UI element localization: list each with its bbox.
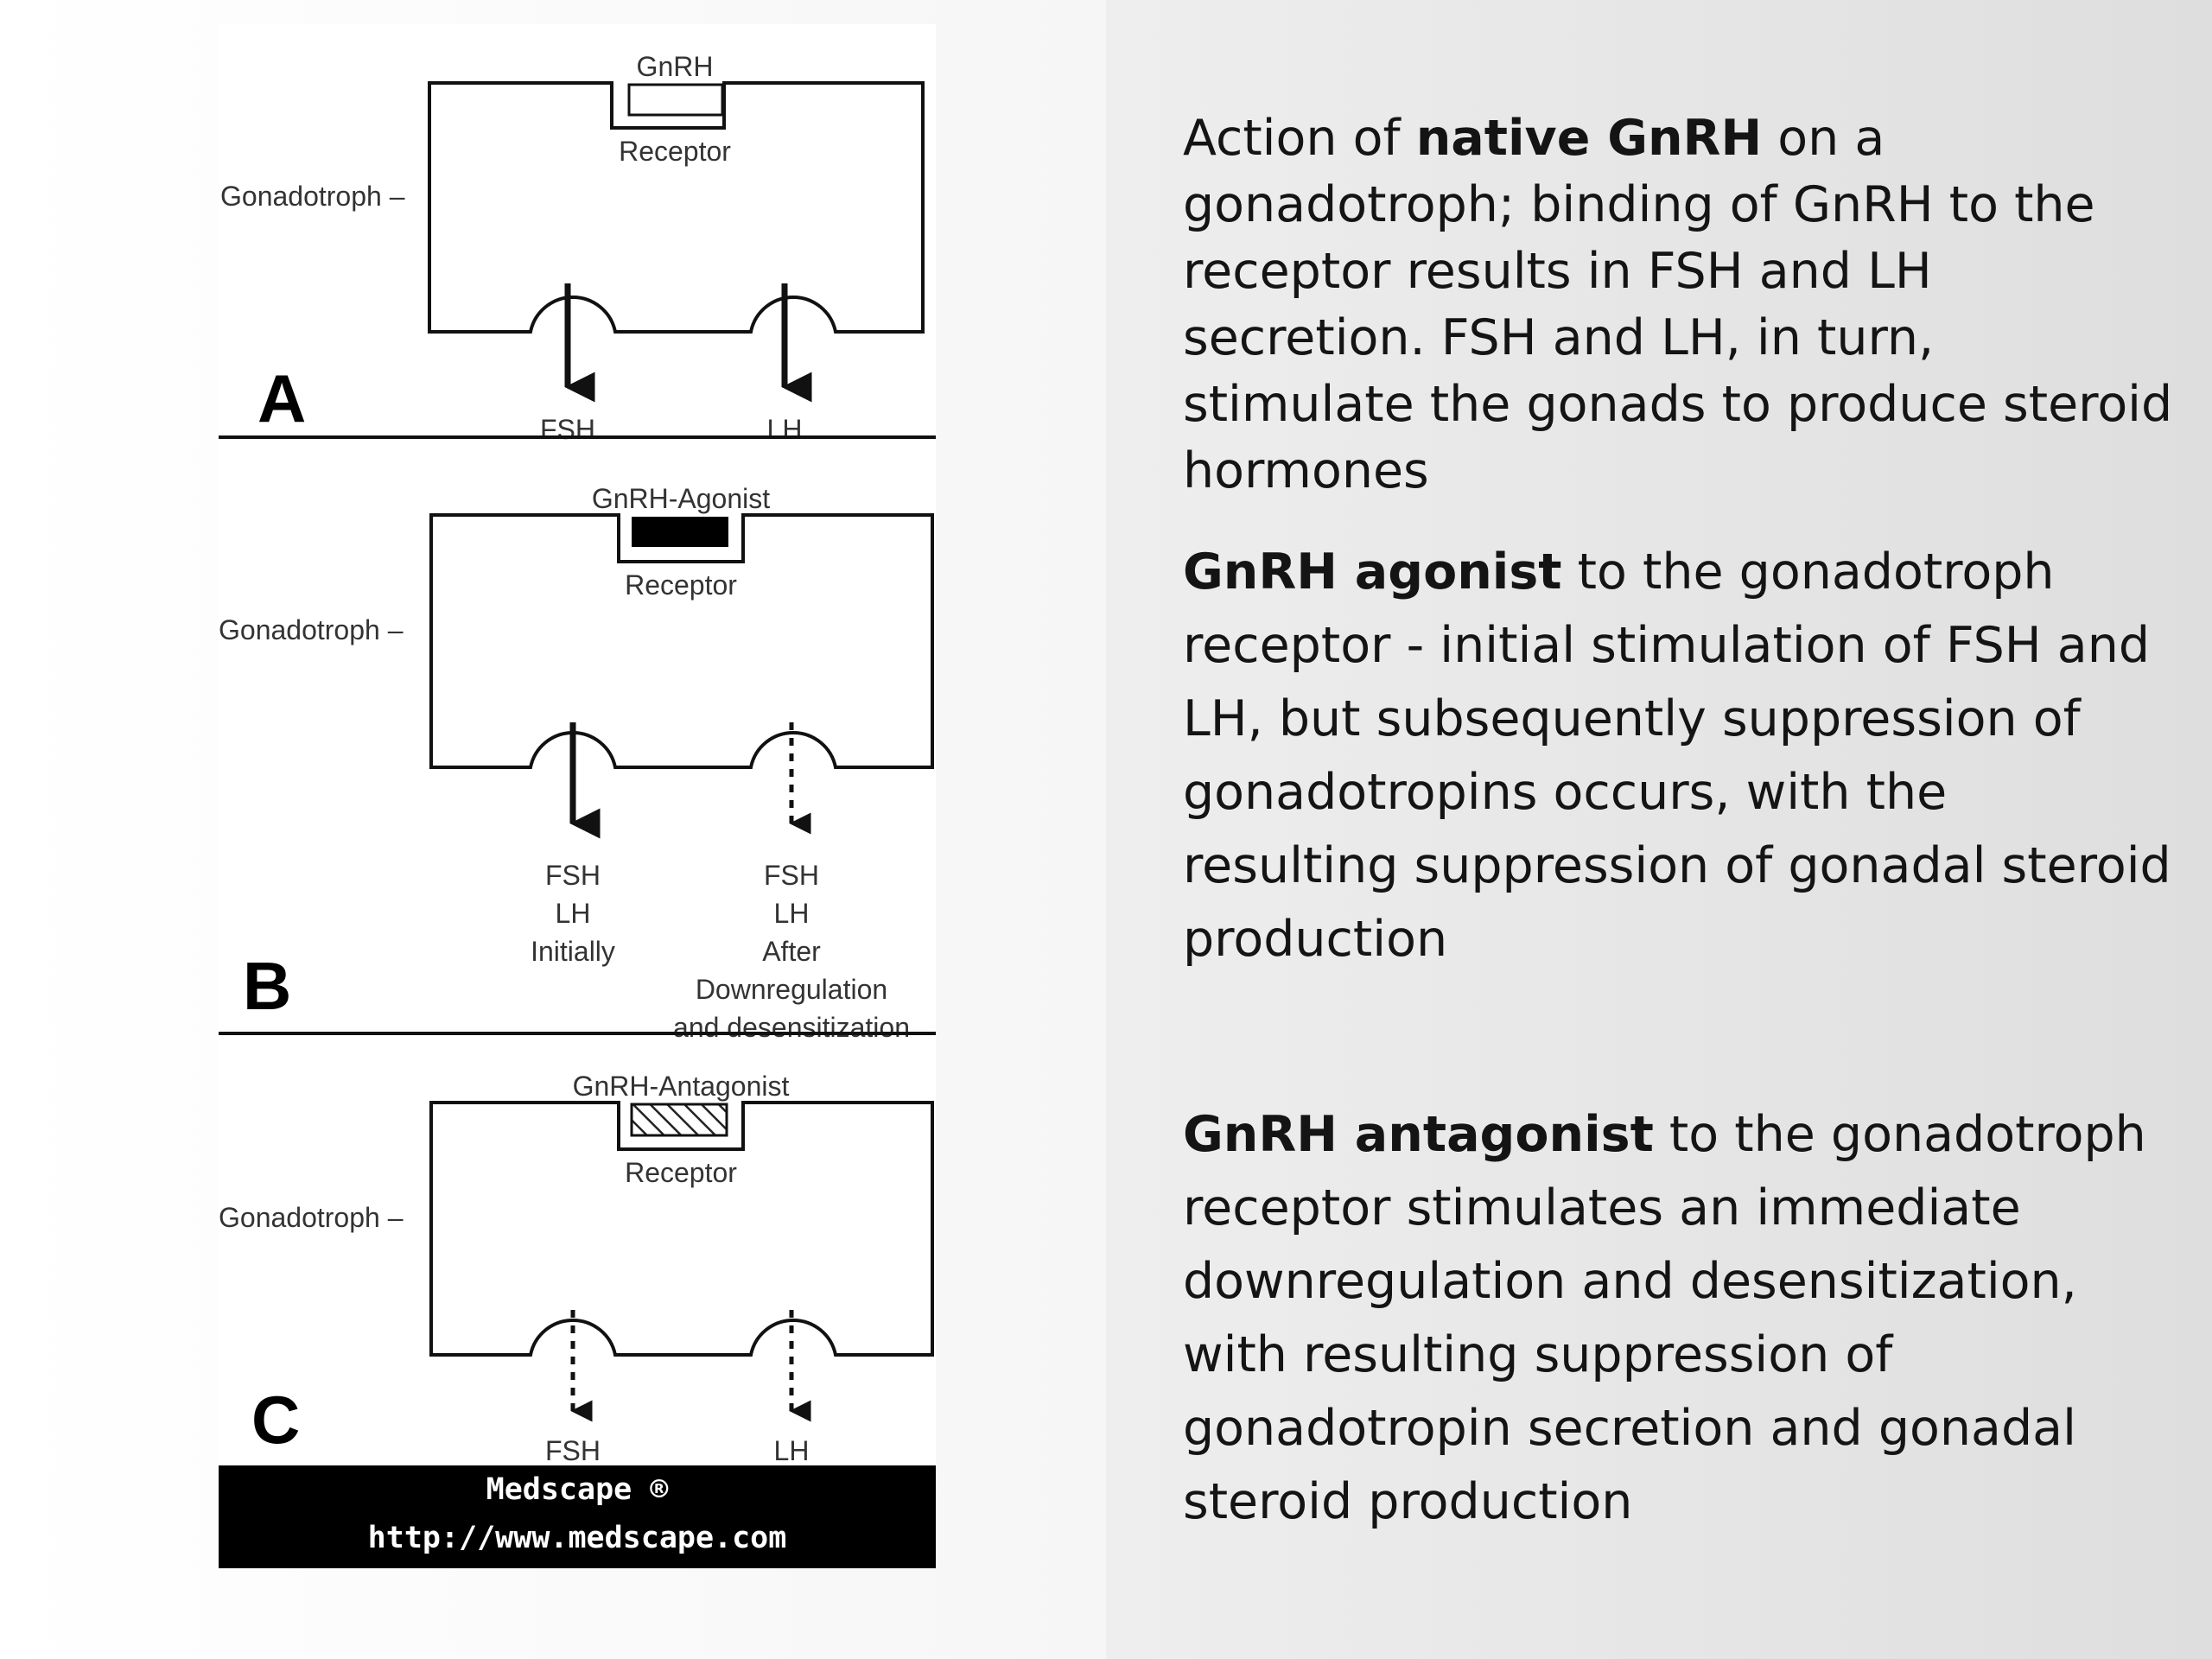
right-background [1106, 0, 2212, 1659]
panel-letter: B [243, 948, 291, 1024]
receptor-label: Receptor [625, 1157, 737, 1188]
cell-label: Gonadotroph – [220, 181, 405, 212]
initial-label-lh: LH [556, 898, 591, 929]
footer-brand: Medscape ® [486, 1472, 669, 1507]
lh-label: LH [774, 1435, 810, 1465]
ligand-agonist-block [632, 517, 728, 547]
lh-label: LH [767, 414, 803, 445]
ligand-native-block [627, 83, 724, 117]
footer-url: http://www.medscape.com [367, 1521, 787, 1555]
paragraph-antagonist-highlight: GnRH antagonist [1183, 1106, 1654, 1163]
panel-letter: C [251, 1382, 300, 1458]
ligand-label: GnRH-Antagonist [573, 1071, 790, 1102]
cell-label: Gonadotroph – [219, 614, 404, 645]
ligand-antagonist-block [630, 1103, 728, 1137]
paragraph-agonist-body: to the gonadotroph receptor - initial st… [1183, 543, 2171, 968]
ligand-label: GnRH-Agonist [592, 483, 770, 514]
panel-c: GnRH-Antagonist Receptor Gonadotroph – F… [219, 1071, 934, 1466]
initial-label-initially: Initially [531, 936, 615, 967]
paragraph-native-highlight: native GnRH [1415, 110, 1763, 167]
after-labels: FSH LH After Downregulation and desensit… [673, 860, 910, 1043]
panel-b: GnRH-Agonist Receptor Gonadotroph – FSH … [219, 483, 934, 1043]
paragraph-native: Action of native GnRH on a gonadotroph; … [1183, 105, 2177, 505]
cell-label: Gonadotroph – [219, 1202, 404, 1233]
paragraph-native-body: on a gonadotroph; binding of GnRH to the… [1183, 110, 2173, 499]
paragraph-antagonist-body: to the gonadotroph receptor stimulates a… [1183, 1106, 2146, 1530]
after-label-desensitization: and desensitization [673, 1012, 910, 1043]
after-label-fsh: FSH [764, 860, 819, 891]
paragraph-agonist-highlight: GnRH agonist [1183, 543, 1562, 601]
receptor-label: Receptor [625, 569, 737, 601]
after-label-downregulation: Downregulation [696, 974, 887, 1005]
fsh-label: FSH [540, 414, 595, 445]
ligand-label: GnRH [637, 51, 714, 82]
panel-letter: A [257, 360, 306, 436]
cell-outline [429, 513, 934, 769]
initial-labels: FSH LH Initially [531, 860, 615, 967]
after-label-after: After [762, 936, 821, 967]
gnrh-figure: GnRH Receptor Gonadotroph – FSH LH A GnR… [219, 24, 936, 1568]
initial-label-fsh: FSH [545, 860, 601, 891]
panel-a: GnRH Receptor Gonadotroph – FSH LH A [220, 51, 925, 445]
paragraph-agonist: GnRH agonist to the gonadotroph receptor… [1183, 536, 2177, 976]
paragraph-native-intro: Action of [1183, 110, 1416, 167]
cell-outline [429, 1101, 934, 1357]
paragraph-antagonist: GnRH antagonist to the gonadotroph recep… [1183, 1098, 2177, 1539]
medscape-footer: Medscape ® http://www.medscape.com [219, 1465, 936, 1568]
after-label-lh: LH [774, 898, 810, 929]
cell-outline [428, 81, 925, 334]
fsh-label: FSH [545, 1435, 601, 1465]
figure-svg: GnRH Receptor Gonadotroph – FSH LH A GnR… [219, 51, 936, 1466]
receptor-label: Receptor [619, 136, 731, 167]
